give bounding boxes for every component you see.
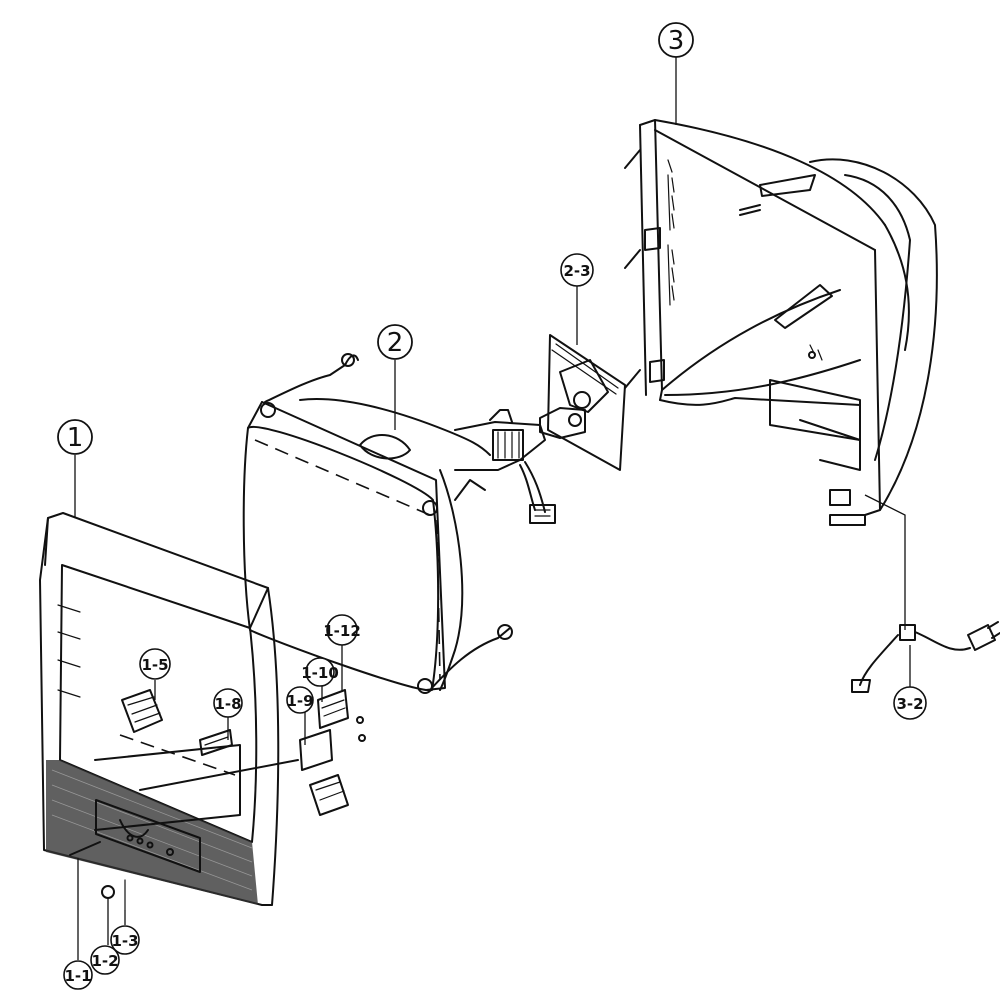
- callout-1-1-label: 1-1: [64, 967, 91, 985]
- callout-1-5-label: 1-5: [141, 656, 168, 674]
- callout-1-label: 1: [67, 423, 84, 453]
- callout-2-3: 2-3: [560, 253, 594, 287]
- callout-3-label: 3: [668, 26, 685, 56]
- callout-1-3: 1-3: [110, 925, 140, 955]
- callout-1-8-label: 1-8: [214, 695, 241, 713]
- back-cover: [624, 119, 938, 526]
- callout-1-10-label: 1-10: [301, 664, 339, 682]
- callout-1-9-label: 1-9: [286, 692, 313, 710]
- callout-1-1: 1-1: [63, 960, 93, 990]
- callout-1-9: 1-9: [286, 686, 314, 714]
- callout-2-3-label: 2-3: [563, 262, 590, 280]
- crt-tube: [242, 353, 586, 694]
- callout-1-12-label: 1-12: [323, 622, 361, 640]
- callout-2: 2: [377, 324, 413, 360]
- leader-lines: [74, 55, 911, 745]
- socket-board: [547, 334, 626, 471]
- callout-1-5: 1-5: [139, 648, 171, 680]
- callout-2-label: 2: [387, 328, 404, 358]
- callout-3-2-label: 3-2: [896, 695, 923, 713]
- power-cord: [851, 494, 1000, 693]
- callout-1-2: 1-2: [90, 945, 120, 975]
- callout-1-10: 1-10: [301, 657, 339, 687]
- callout-3: 3: [658, 22, 694, 58]
- front-cabinet: [39, 512, 366, 960]
- callout-1-3-label: 1-3: [111, 932, 138, 950]
- callout-1-8: 1-8: [213, 688, 243, 718]
- callout-1: 1: [57, 419, 93, 455]
- callout-3-2: 3-2: [893, 686, 927, 720]
- callout-1-2-label: 1-2: [91, 952, 118, 970]
- callout-1-12: 1-12: [323, 614, 361, 646]
